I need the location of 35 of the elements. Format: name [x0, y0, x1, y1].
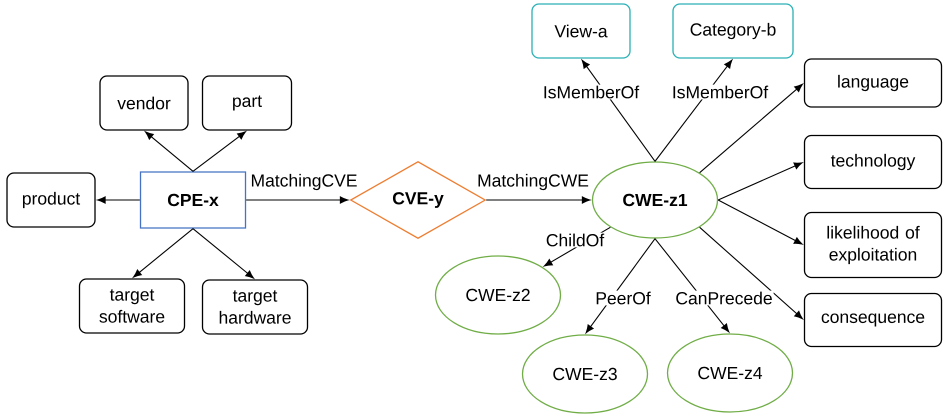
arrow	[699, 226, 803, 320]
arrow	[586, 238, 656, 334]
arrow	[486, 196, 590, 204]
rounded-box: target hardware	[202, 279, 308, 335]
rounded-box: product	[6, 172, 96, 228]
rounded-box: target software	[78, 278, 186, 334]
arrow	[582, 60, 656, 162]
arrow	[192, 228, 254, 279]
ellipse-node: CWE-z2	[434, 255, 562, 335]
edge-label: ChildOf	[544, 232, 606, 248]
arrow	[192, 131, 246, 172]
arrow	[654, 238, 730, 332]
edge-label: IsMemberOf	[670, 84, 770, 100]
edge-label: IsMemberOf	[542, 84, 640, 100]
edge-label: CanPrecede	[674, 290, 774, 306]
rounded-box: part	[202, 75, 292, 131]
arrow	[246, 196, 348, 204]
rounded-box: technology	[804, 134, 942, 190]
arrow	[133, 228, 194, 278]
rectangle-node: CPE-x	[140, 171, 246, 229]
edge-label: PeerOf	[594, 290, 652, 306]
arrow	[718, 200, 803, 245]
rounded-box: language	[804, 58, 942, 108]
arrow	[97, 196, 140, 204]
rounded-box: consequence	[804, 292, 942, 348]
arrow	[145, 131, 194, 172]
rounded-box: vendor	[99, 75, 189, 131]
arrow	[654, 60, 732, 162]
rounded-box: View-a	[531, 3, 631, 59]
ellipse-node: CWE-z4	[666, 333, 794, 413]
arrow	[699, 84, 803, 174]
rounded-box: likelihood of exploitation	[804, 212, 942, 278]
ellipse-node: CWE-z3	[522, 334, 648, 414]
rounded-box: Category-b	[672, 3, 794, 59]
arrow	[718, 162, 802, 200]
